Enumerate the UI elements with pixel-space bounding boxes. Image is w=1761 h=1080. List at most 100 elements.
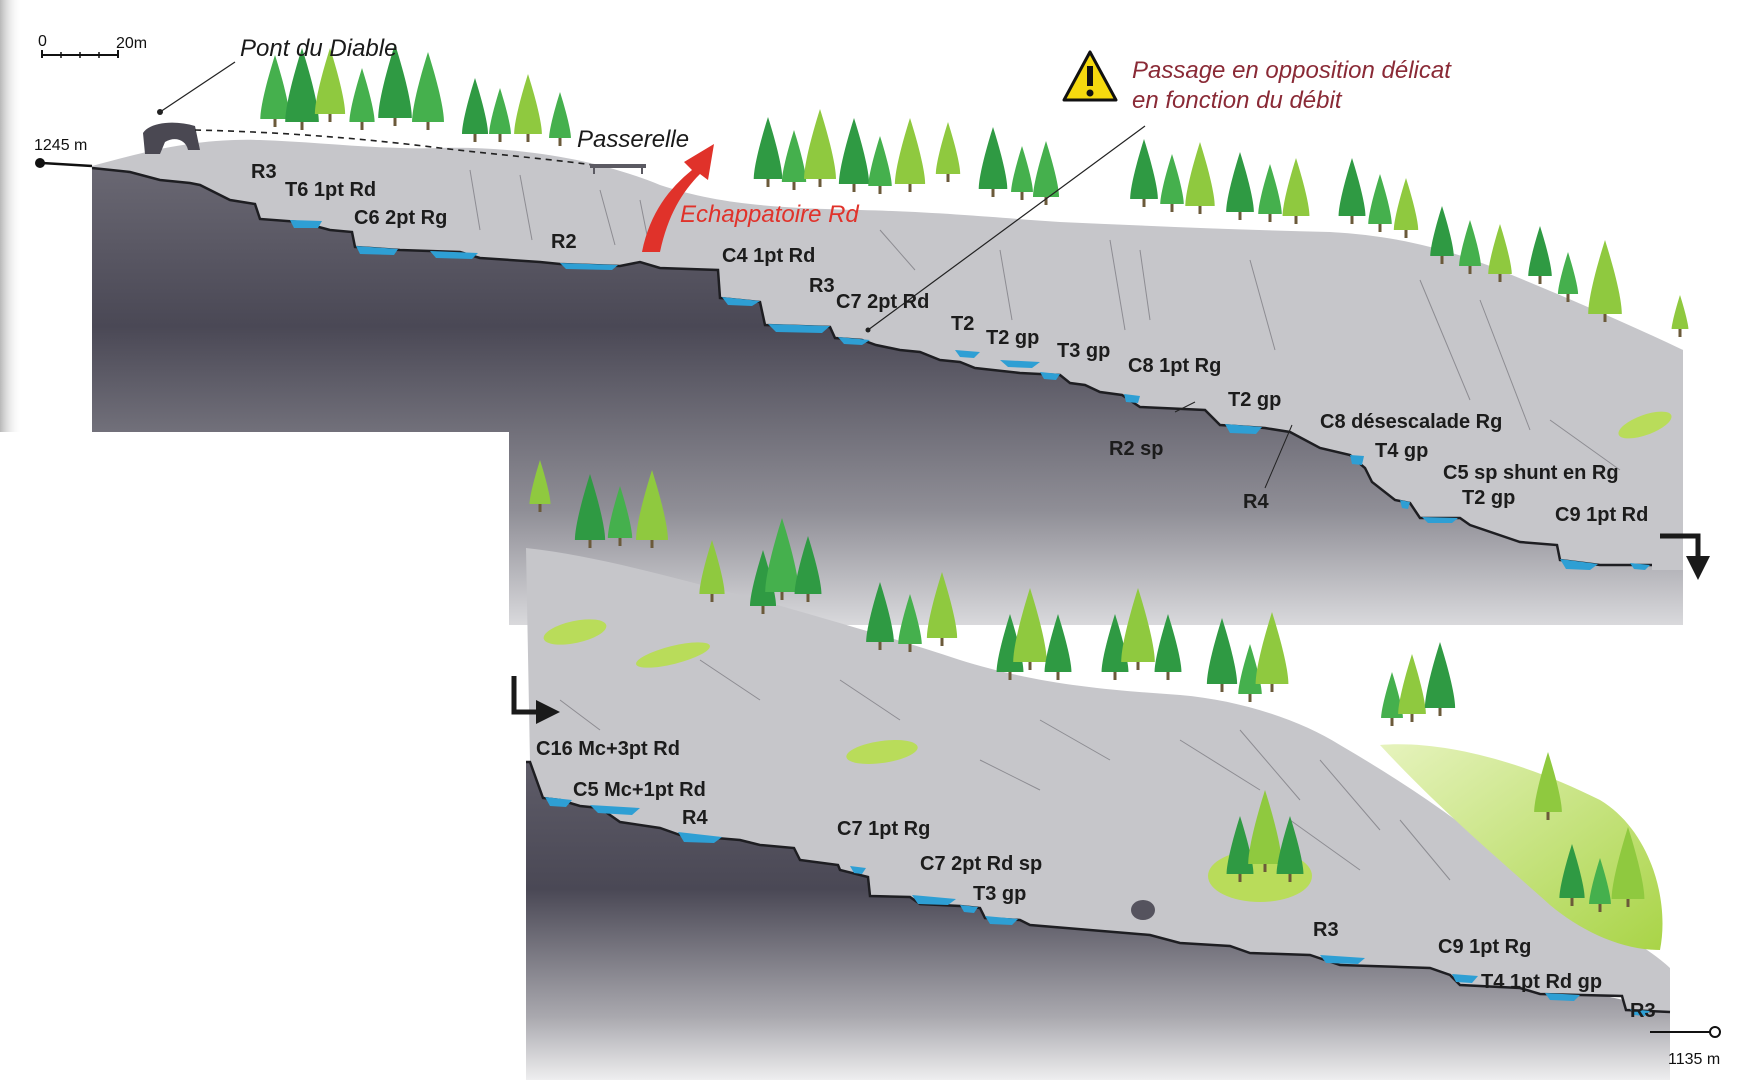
obstacle-r4: R4: [1243, 491, 1269, 513]
tree-trunk: [1390, 718, 1394, 726]
conifer-tree-icon: [1248, 790, 1282, 864]
tree-trunk: [991, 189, 995, 197]
tree-trunk: [1538, 276, 1542, 284]
tree-trunk: [1294, 216, 1298, 224]
obstacle-c8-desescalade: C8 désescalade Rg: [1320, 411, 1502, 433]
obstacle-r4-b: R4: [682, 807, 708, 829]
conifer-tree-icon: [894, 118, 926, 184]
echappatoire-label: Echappatoire Rd: [680, 201, 859, 228]
conifer-tree-icon: [1381, 672, 1403, 718]
conifer-tree-icon: [1424, 642, 1456, 708]
conifer-tree-icon: [489, 88, 511, 134]
conifer-tree-icon: [1130, 139, 1158, 199]
tree-trunk: [1678, 329, 1682, 337]
tree-trunk: [1238, 212, 1242, 220]
warning-callout: Passage en opposition délicat en fonctio…: [865, 50, 1452, 333]
obstacle-r3-b: R3: [809, 275, 835, 297]
tree-trunk: [1136, 662, 1140, 670]
resume-arrow-icon: [511, 676, 540, 715]
conifer-tree-icon: [699, 540, 725, 594]
continue-arrow-head: [1686, 556, 1710, 580]
tree-trunk: [650, 540, 654, 548]
conifer-tree-icon: [1258, 164, 1282, 214]
obstacle-r3-d: R3: [1630, 1000, 1656, 1022]
forest: [260, 44, 1689, 912]
tree-trunk: [792, 182, 796, 190]
lower-channel-line: [526, 760, 1671, 1014]
tree-trunk: [1546, 812, 1550, 820]
conifer-tree-icon: [349, 68, 375, 122]
tree-trunk: [908, 644, 912, 652]
tree-trunk: [1008, 672, 1012, 680]
obstacle-c16: C16 Mc+3pt Rd: [536, 738, 680, 760]
tree-trunk: [878, 642, 882, 650]
tree-trunk: [1113, 672, 1117, 680]
tree-trunk: [1044, 197, 1048, 205]
tree-trunk: [940, 638, 944, 646]
r4-leader: [1264, 424, 1293, 489]
end-elevation-label: 1135 m: [1668, 1051, 1720, 1068]
tree-trunk: [1598, 904, 1602, 912]
conifer-tree-icon: [753, 117, 783, 179]
conifer-tree-icon: [461, 78, 489, 134]
conifer-tree-icon: [1588, 240, 1622, 314]
tree-trunk: [1020, 192, 1024, 200]
conifer-tree-icon: [636, 470, 668, 540]
upper-dark-rock: [92, 166, 1683, 625]
tree-trunk: [1270, 684, 1274, 692]
tree-trunk: [526, 134, 530, 142]
conifer-tree-icon: [978, 127, 1008, 189]
obstacle-t3gp-b: T3 gp: [973, 883, 1026, 905]
tree-trunk: [908, 184, 912, 192]
conifer-tree-icon: [1559, 844, 1585, 898]
obstacle-c9-b: C9 1pt Rg: [1438, 936, 1531, 958]
obstacle-c5sp: C5 sp shunt en Rg: [1443, 462, 1619, 484]
obstacle-t2gp: T2 gp: [986, 327, 1039, 349]
tree-trunk: [618, 538, 622, 546]
tree-trunk: [1378, 224, 1382, 232]
lower-rock-cracks: [559, 659, 1451, 881]
tree-trunk: [1220, 684, 1224, 692]
tree-trunk: [946, 174, 950, 182]
r2sp-leader: [1174, 401, 1196, 413]
tree-trunk: [852, 184, 856, 192]
obstacle-c8: C8 1pt Rg: [1128, 355, 1221, 377]
obstacle-t2: T2: [951, 313, 974, 335]
conifer-tree-icon: [898, 594, 922, 644]
conifer-tree-icon: [574, 474, 606, 540]
obstacle-t4-b: T4 1pt Rd gp: [1481, 971, 1602, 993]
conifer-tree-icon: [838, 118, 870, 184]
tree-trunk: [818, 179, 822, 187]
conifer-tree-icon: [1154, 614, 1182, 672]
conifer-tree-icon: [314, 48, 346, 114]
resume-arrow-head: [536, 700, 560, 724]
scale-bar: 0 20m: [38, 33, 147, 58]
obstacle-c7-c: C7 2pt Rd sp: [920, 853, 1042, 875]
conifer-tree-icon: [1398, 654, 1426, 714]
pont-du-diable-label: Pont du Diable: [240, 35, 397, 62]
tree-trunk: [328, 114, 332, 122]
conifer-tree-icon: [1589, 858, 1611, 904]
conifer-tree-icon: [794, 536, 822, 594]
tree-trunk: [538, 504, 542, 512]
obstacle-c9: C9 1pt Rd: [1555, 504, 1648, 526]
passerelle-group: Passerelle: [577, 126, 689, 174]
lower-obstacle-labels: C16 Mc+3pt Rd C5 Mc+1pt Rd R4 C7 1pt Rg …: [536, 738, 1656, 1022]
conifer-tree-icon: [514, 74, 542, 134]
tree-trunk: [1288, 874, 1292, 882]
meadow-patch: [636, 642, 710, 668]
obstacle-c4: C4 1pt Rd: [722, 245, 815, 267]
conifer-tree-icon: [1671, 295, 1689, 329]
tree-trunk: [710, 594, 714, 602]
tree-trunk: [1410, 714, 1414, 722]
conifer-tree-icon: [1430, 206, 1454, 256]
tree-trunk: [780, 592, 784, 600]
tree-trunk: [1468, 266, 1472, 274]
start-elevation-label: 1245 m: [34, 137, 87, 154]
tree-trunk: [1438, 708, 1442, 716]
obstacle-r2: R2: [551, 231, 577, 253]
tree-trunk: [1268, 214, 1272, 222]
conifer-tree-icon: [926, 572, 958, 638]
tree-trunk: [1198, 206, 1202, 214]
passerelle-label: Passerelle: [577, 126, 689, 153]
